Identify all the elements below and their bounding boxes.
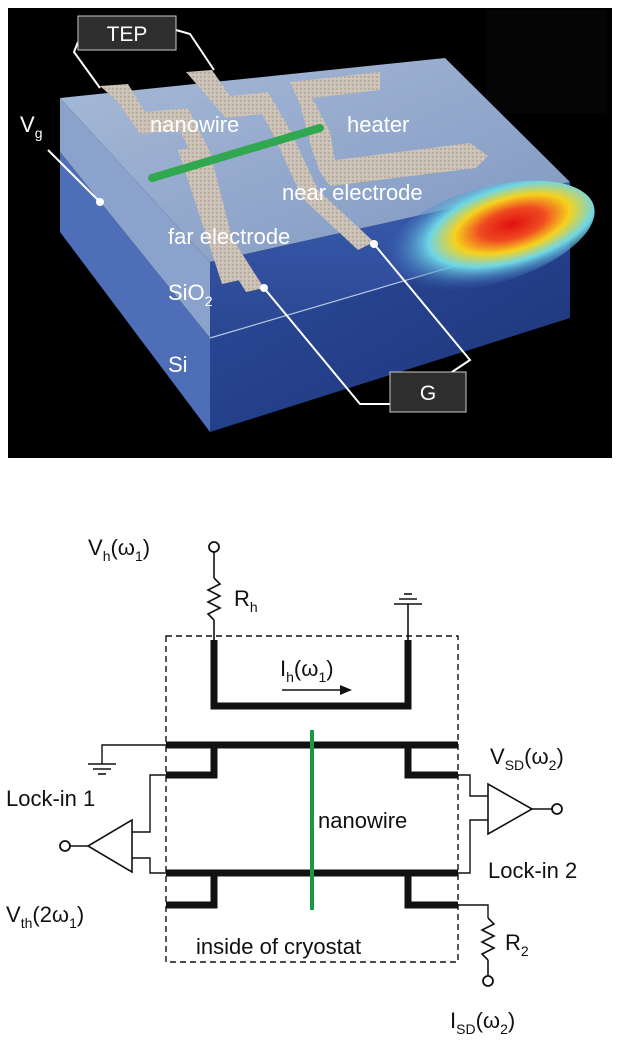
top-right-pad [404, 745, 458, 779]
isd-label: ISD(ω2) [450, 1008, 515, 1037]
lockin2-wire-bottom [458, 819, 488, 874]
lockin2-label: Lock-in 2 [488, 858, 577, 883]
vg-contact-dot [96, 198, 104, 206]
lockin1-amplifier [86, 818, 133, 874]
r2-label: R2 [505, 930, 529, 959]
g-contact-dot-near [370, 240, 378, 248]
g-label: G [420, 382, 436, 405]
lockin1-wire-bottom [132, 857, 166, 874]
lockin2-output-terminal [551, 803, 563, 815]
vsd-label: VSD(ω2) [490, 744, 564, 773]
rh-resistor [206, 577, 222, 621]
lockin1-wire-top [132, 774, 166, 833]
g-leader-left [263, 287, 390, 405]
cryostat-boundary [165, 635, 459, 963]
g-box [389, 371, 467, 413]
heater-label: heater [347, 112, 409, 137]
top-left-pad [166, 745, 218, 779]
corner-block [486, 10, 606, 113]
vh-label: Vh(ω1) [88, 535, 150, 564]
far-electrode-label: far electrode [168, 224, 290, 249]
tep-leader-left [72, 41, 101, 89]
nanowire-3d [148, 124, 324, 182]
heater-ground-icon [394, 593, 422, 605]
cryostat-label: inside of cryostat [196, 934, 361, 959]
near-electrode-label: near electrode [282, 180, 423, 205]
si-left-face [60, 152, 210, 432]
vg-label: Vg [20, 112, 42, 141]
left-ground-wire [101, 744, 166, 764]
left-ground-icon [88, 763, 116, 775]
circuit-panel [59, 541, 563, 987]
tep-label: TEP [107, 23, 148, 46]
bottom-left-pad [166, 873, 218, 909]
ih-label: Ih(ω1) [280, 656, 334, 685]
sio2-front-face [60, 98, 210, 338]
lockin2-wire-top [458, 774, 488, 797]
vg-leader [47, 149, 101, 203]
tep-leader-right [175, 29, 215, 71]
nanowire-label-3d: nanowire [150, 112, 239, 137]
sio2-label: SiO2 [168, 280, 213, 309]
vh-terminal [208, 541, 220, 553]
lockin1-label: Lock-in 1 [6, 786, 95, 811]
left-electrode-strip [178, 146, 240, 284]
hotspot-thermal-map [381, 180, 595, 292]
bottom-right-pad [404, 873, 458, 909]
circuit-labels: Vh(ω1) Rh Ih(ω1) Lock-in 1 Vth(2ω1) VSD(… [6, 535, 577, 1037]
tep-box [77, 15, 177, 51]
si-label: Si [168, 352, 188, 377]
r2-wire [458, 904, 489, 918]
r2-resistor [480, 917, 496, 961]
ih-arrow-head [340, 685, 352, 695]
nanowire-label-circuit: nanowire [318, 808, 407, 833]
g-contact-dot-far [260, 284, 268, 292]
lockin2-amplifier [487, 782, 534, 836]
rh-label: Rh [234, 586, 258, 615]
heater-electrode [290, 72, 488, 186]
isd-terminal [482, 975, 494, 987]
device-panel: TEP Vg nanowire heater near electrode fa… [8, 8, 612, 458]
heater-line [210, 640, 412, 710]
lockin1-output-terminal [59, 840, 71, 852]
vth-label: Vth(2ω1) [6, 902, 84, 931]
near-electrode [186, 70, 374, 250]
